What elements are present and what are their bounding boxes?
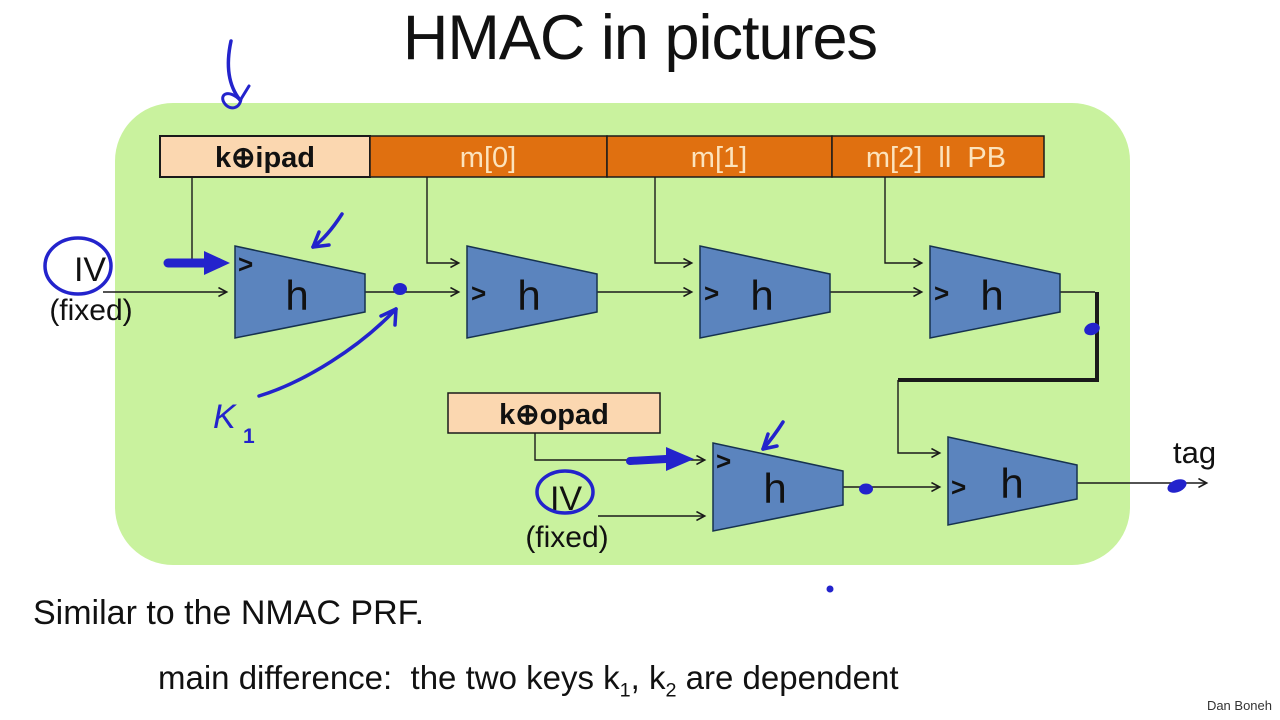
chevron-input-4: > (934, 278, 949, 308)
iv-top-label: IV (74, 251, 106, 289)
pen-k1-label: K 1 (213, 398, 255, 448)
block-m2-pb-label: m[2] ll PB (866, 142, 1006, 174)
block-m2-pb (831, 135, 1045, 178)
h-label-1: h (285, 272, 308, 319)
iv-bottom-fixed-label: (fixed) (525, 521, 608, 554)
pen-k1-main: K (213, 398, 237, 436)
pen-curve-arrow-k1 (257, 307, 398, 398)
message-blocks-row: k⊕ipad m[0] m[1] m[2] ll PB (159, 135, 1045, 178)
connector-feedback-elbow (898, 292, 1099, 382)
note-line-2-mid: , k (630, 659, 666, 696)
h-function-5 (712, 442, 844, 532)
connector-m0-drop (426, 177, 458, 263)
h-label-4: h (980, 272, 1003, 319)
tag-label: tag (1173, 435, 1216, 470)
pen-curve-arrow-k1-barbs (379, 307, 398, 327)
h-function-4 (929, 245, 1061, 339)
block-m0-label: m[0] (460, 142, 516, 174)
pen-scribble-tag (1167, 479, 1187, 493)
slide-title: HMAC in pictures (402, 3, 878, 73)
pen-circle-iv-bottom (535, 469, 595, 515)
block-k-ipad-label: k⊕ipad (215, 142, 315, 174)
chevron-input-2: > (471, 278, 486, 308)
note-line-2-post: are dependent (676, 659, 899, 696)
credit-author: Dan Boneh (1206, 698, 1272, 713)
pen-check-h1-barbs (311, 230, 331, 249)
pen-arrow-title-barb (239, 84, 251, 101)
h-label-6: h (1000, 460, 1023, 507)
diagram-panel (115, 103, 1130, 565)
h-label-3: h (750, 272, 773, 319)
chevron-input-3: > (704, 278, 719, 308)
note-line-2-sub1: 1 (619, 679, 631, 702)
pen-thick-arrow-opad-shaft (626, 455, 670, 465)
block-m1-label: m[1] (691, 142, 747, 174)
note-line-2-pre: main difference: the two keys k (158, 659, 620, 696)
pen-check-h5-barbs (761, 432, 779, 451)
pen-thick-arrow-opad-head (666, 447, 694, 471)
h-blocks: h h h h h h > > > > > > (234, 245, 1078, 532)
pen-k1-sub: 1 (243, 425, 255, 448)
pen-dot-chain-1 (393, 283, 407, 295)
pen-arrow-title (226, 39, 242, 102)
pen-dot-stray (826, 585, 834, 593)
pen-dot-feedback (1084, 322, 1100, 336)
h-function-1 (234, 245, 366, 339)
pen-arrow-title-loop (221, 92, 243, 110)
pen-annotations (43, 39, 1187, 593)
connector-m2-drop (884, 177, 921, 263)
chevron-input-6: > (951, 472, 966, 502)
block-m1 (606, 135, 833, 178)
h-function-3 (699, 245, 831, 339)
h-function-2 (466, 245, 598, 339)
note-line-1: Similar to the NMAC PRF. (33, 594, 425, 632)
note-line-2: main difference: the two keys k1, k2 are… (158, 659, 899, 703)
h-label-5: h (763, 465, 786, 512)
pen-circle-iv-top (43, 236, 113, 296)
iv-top-fixed-label: (fixed) (49, 294, 132, 327)
note-line-2-sub2: 2 (665, 679, 677, 702)
chevron-input-5: > (716, 446, 731, 476)
pen-thick-arrow-ipad-head (204, 251, 230, 275)
pen-dot-h5-out (859, 483, 873, 495)
chevron-input-1: > (238, 249, 253, 279)
block-k-opad (447, 392, 661, 434)
h-function-6 (947, 436, 1078, 526)
block-k-ipad (159, 135, 371, 178)
connector-m1-drop (654, 177, 691, 263)
block-k-opad-label: k⊕opad (499, 399, 609, 431)
h-label-2: h (517, 272, 540, 319)
connector-feedback-into-final (897, 380, 939, 453)
